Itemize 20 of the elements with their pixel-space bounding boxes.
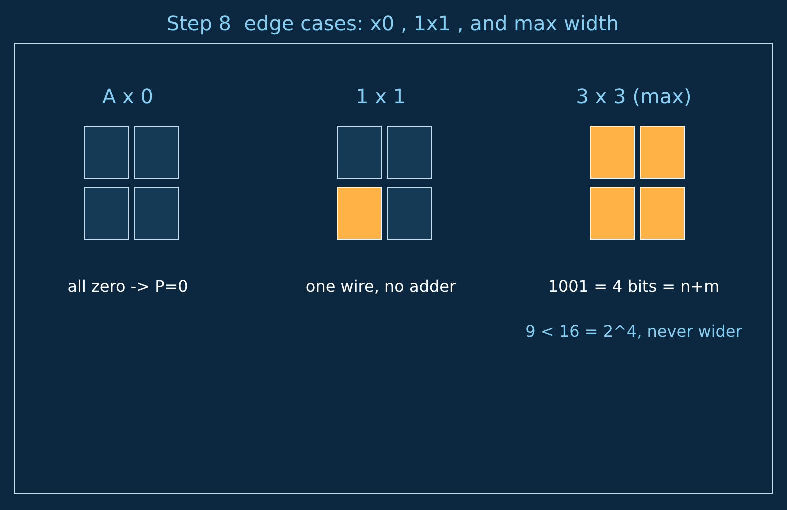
bit-tile [337, 126, 382, 179]
set-bit-tile [640, 187, 685, 240]
caption-text: 1001 = 4 bits = n+m [548, 278, 720, 296]
set-bit-tile [640, 126, 685, 179]
note-text: 9 < 16 = 2^4, never wider [526, 322, 742, 342]
caption-text: all zero -> P=0 [68, 278, 188, 296]
set-bit-tile [337, 187, 382, 240]
bit-tile [387, 187, 432, 240]
set-bit-tile [590, 187, 635, 240]
set-bit-tile [590, 126, 635, 179]
grid-heading: A x 0 [102, 86, 154, 108]
bit-tile [387, 126, 432, 179]
caption-text: one wire, no adder [306, 278, 456, 296]
grid-heading: 3 x 3 (max) [576, 86, 692, 108]
bit-tile [134, 187, 179, 240]
bit-tile [84, 126, 129, 179]
diagram-title: Step 8 edge cases: x0 , 1x1 , and max width [166, 12, 620, 36]
grid-heading: 1 x 1 [356, 86, 406, 108]
bit-tile [134, 126, 179, 179]
bit-tile [84, 187, 129, 240]
